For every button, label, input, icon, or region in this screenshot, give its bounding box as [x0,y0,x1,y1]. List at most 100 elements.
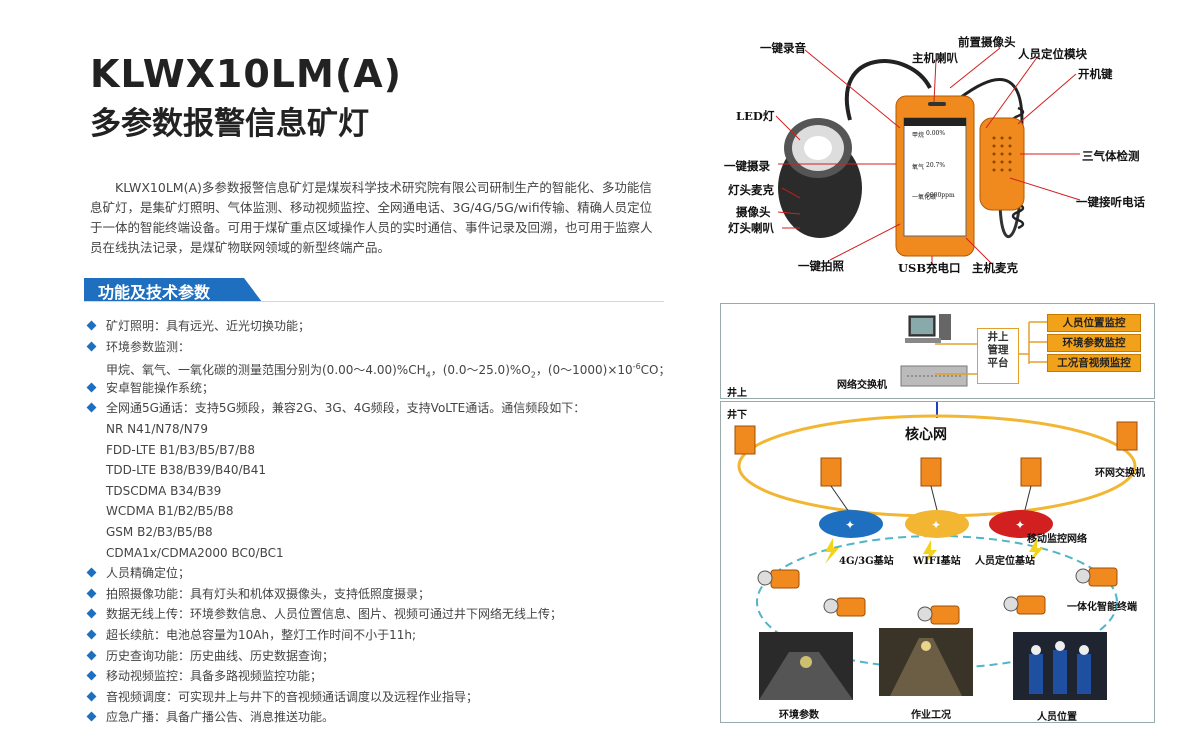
band-text: FDD-LTE B1/B3/B5/B7/B8 [106,442,255,457]
network-switch-icon [900,365,968,387]
computer-icon [905,314,951,343]
screen-oxygen-value: 20.7% [926,162,946,169]
feature-text: 音视频调度：可实现井上与井下的音视频通话调度以及远程作业指导； [106,689,479,704]
monitor-item: 人员位置监控 [1047,314,1141,332]
device-illustration [775,47,1081,265]
diamond-bullet-icon [86,320,97,331]
section-title: 功能及技术参数 [98,283,211,302]
product-model-title: KLWX10LM(A) [90,52,402,96]
diamond-bullet-icon [86,341,97,352]
label-main-speaker: 主机喇叭 [912,51,958,65]
below-ground-label: 井下 [727,410,747,421]
feature-item: 安卓智能操作系统； [86,378,686,399]
band-item: TDD-LTE B38/B39/B40/B41 [86,460,686,481]
base-station-label: WIFI基站 [913,556,961,567]
band-item: NR N41/N78/N79 [86,419,686,440]
photo-environment [759,632,853,700]
diamond-bullet-icon [86,670,97,681]
above-ground-label: 井上 [727,388,747,399]
photo-operation [879,628,973,696]
feature-text: 移动视频监控：具备多路视频监控功能； [106,669,323,684]
feature-text: 应急广播：具备广播公告、消息推送功能。 [106,710,335,725]
screen-co-label: 一氧化碳 [912,194,937,201]
feature-item: 全网通5G通话：支持5G频段，兼容2G、3G、4G频段，支持VoLTE通话。通信… [86,398,686,419]
band-text: TDSCDMA B34/B39 [106,483,222,498]
label-one-key-record-audio: 一键录音 [760,41,806,55]
section-header-bar [84,278,262,302]
feature-item: 应急广播：具备广播公告、消息推送功能。 [86,707,686,728]
svg-text:✦: ✦ [845,518,855,532]
diamond-bullet-icon [86,382,97,393]
monitor-item: 环境参数监控 [1047,334,1141,352]
label-lamp-mic: 灯头麦克 [728,183,774,197]
base-station-label: 4G/3G基站 [839,556,894,567]
feature-text: 超长续航：电池总容量为10Ah，整灯工作时间不小于11h; [106,627,417,642]
label-led-light: LED灯 [736,109,775,123]
band-text: TDD-LTE B38/B39/B40/B41 [106,463,267,478]
diamond-bullet-icon [86,402,97,413]
band-item: CDMA1x/CDMA2000 BC0/BC1 [86,543,686,564]
band-item: TDSCDMA B34/B39 [86,481,686,502]
positioning-module [979,117,1025,211]
product-intro: KLWX10LM(A)多参数报警信息矿灯是煤炭科学技术研究院有限公司研制生产的智… [90,180,653,255]
feature-text: 全网通5G通话：支持5G频段，兼容2G、3G、4G频段，支持VoLTE通话。通信… [106,401,586,416]
feature-text: 人员精确定位； [106,566,191,581]
monitor-item: 工况音视频监控 [1047,354,1141,372]
formula-sup: -6 [632,362,641,372]
terminal-lamp-icons [757,568,1091,622]
band-item: WCDMA B1/B2/B5/B8 [86,501,686,522]
formula-sub: 2 [530,370,536,380]
device-diagram: 甲烷 0.00% 氧气 20.7% 一氧化碳 0000ppm 一键录音 主机喇叭… [700,28,1170,288]
label-one-key-record: 一键摄录 [724,159,770,173]
section-divider [84,301,664,302]
label-camera: 摄像头 [736,205,771,219]
ring-switch-label: 环网交换机 [1095,468,1145,479]
formula-part: ，(0～1000)×10 [535,363,633,378]
label-front-camera: 前置摄像头 [958,35,1016,49]
svg-text:✦: ✦ [1015,518,1025,532]
section-header: 功能及技术参数 [84,278,262,302]
feature-text: 矿灯照明：具有远光、近光切换功能； [106,319,311,333]
above-ground-graphics [900,314,1047,387]
feature-item: 环境参数监测： [86,337,686,358]
diamond-bullet-icon [86,711,97,722]
diamond-bullet-icon [86,629,97,640]
band-item: FDD-LTE B1/B3/B5/B7/B8 [86,440,686,461]
platform-connectors [935,321,1047,375]
label-power-key: 开机键 [1078,67,1113,81]
base-station-label: 人员定位基站 [975,556,1035,567]
feature-item: 拍照摄像功能：具有灯头和机体双摄像头，支持低照度摄录； [86,584,686,605]
below-ground-graphics: ✦ ✦ ✦ [734,402,1138,669]
terminal-label: 一体化智能终端 [1067,602,1137,613]
svg-text:✦: ✦ [931,518,941,532]
formula-part: CO； [640,363,671,378]
diamond-bullet-icon [86,567,97,578]
below-ground-panel: ✦ ✦ ✦ 井下 核心网 环 [720,401,1155,723]
signal-bolt-icons [825,538,1043,566]
above-ground-panel: 井上 管理 平台 人员位置监控 环境参数监控 工况音视频监控 网络交换机 井上 [720,303,1155,399]
network-diagram: 井上 管理 平台 人员位置监控 环境参数监控 工况音视频监控 网络交换机 井上 [720,303,1155,723]
screen-methane-value: 0.00% [926,130,946,137]
switch-label: 网络交换机 [837,380,887,391]
core-network-label: 核心网 [905,427,947,443]
label-lamp-speaker: 灯头喇叭 [728,221,774,235]
platform-line: 井上 [987,331,1009,343]
diamond-bullet-icon [86,650,97,660]
feature-text: 数据无线上传：环境参数信息、人员位置信息、图片、视频可通过井下网络无线上传； [106,607,563,622]
platform-line: 管理 [987,344,1009,356]
screen-oxygen-label: 氧气 [912,164,925,171]
band-text: GSM B2/B3/B5/B8 [106,524,213,539]
photo-caption: 作业工况 [911,710,951,721]
wireless-ring [756,535,1118,669]
photo-personnel [1013,632,1107,700]
label-positioning-module: 人员定位模块 [1018,47,1087,61]
label-main-mic: 主机麦克 [972,261,1018,275]
band-text: WCDMA B1/B2/B5/B8 [106,504,234,519]
pointer-lines [775,47,1081,265]
diamond-bullet-icon [86,608,97,619]
platform-line: 平台 [987,357,1009,369]
mobile-network-label: 移动监控网络 [1027,534,1087,545]
feature-item: 历史查询功能：历史曲线、历史数据查询； [86,646,686,667]
feature-item: 音视频调度：可实现井上与井下的音视频通话调度以及远程作业指导； [86,687,686,708]
terminal-icons [770,567,1118,625]
